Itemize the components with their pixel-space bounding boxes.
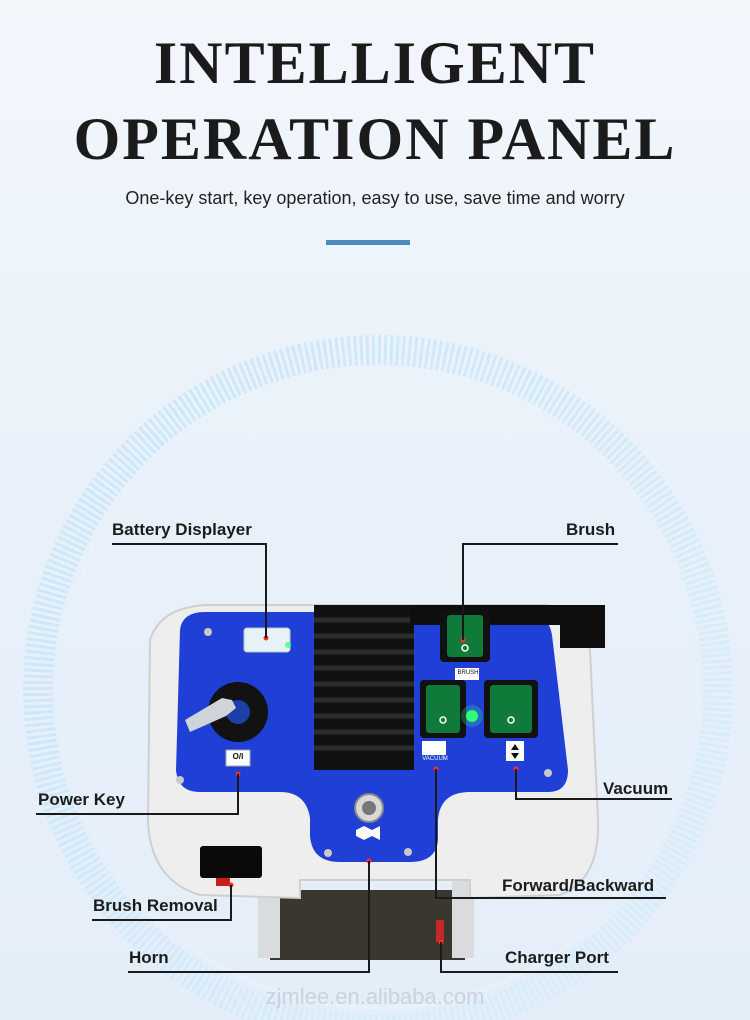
page-subtitle: One-key start, key operation, easy to us…: [125, 188, 625, 208]
steering-column: [314, 605, 414, 770]
watermark: zjmlee.en.alibaba.com: [265, 984, 485, 1009]
screw: [324, 849, 332, 857]
charger-port: [436, 920, 444, 942]
page-title-line2: OPERATION PANEL: [73, 106, 677, 172]
power-switch-label: O/I: [232, 752, 244, 761]
forward-backward-callout-line: [435, 769, 666, 899]
brush-removal-callout-line: [92, 885, 232, 921]
brush-removal-label: Brush Removal: [93, 896, 218, 915]
battery-callout-line: [112, 543, 267, 638]
status-led: [466, 710, 478, 722]
page-title-line1: INTELLIGENT: [153, 30, 597, 96]
screw: [544, 769, 552, 777]
screw: [176, 776, 184, 784]
battery-displayer-label: Battery Displayer: [112, 520, 252, 539]
brush-callout-line: [462, 543, 618, 640]
brush-switch-label: BRUSH: [457, 670, 479, 676]
key-icon: [185, 698, 236, 732]
vacuum-callout-line: [515, 769, 672, 800]
vacuum-switch-label: VACUUM: [422, 756, 448, 762]
power-key-callout-line: [36, 774, 239, 815]
charger-port-callout-line: [440, 942, 618, 973]
machine-base: [270, 890, 465, 960]
screw: [404, 848, 412, 856]
power-key-label: Power Key: [38, 790, 125, 809]
forward-backward-label: Forward/Backward: [502, 876, 655, 895]
title-divider: [326, 240, 410, 245]
horn-callout-line: [128, 861, 370, 973]
horn-label: Horn: [129, 948, 169, 967]
vacuum-label: Vacuum: [603, 779, 669, 798]
brush-removal-switch: [200, 846, 262, 878]
charger-port-label: Charger Port: [505, 948, 609, 967]
brush-label: Brush: [566, 520, 616, 539]
screw: [204, 628, 212, 636]
